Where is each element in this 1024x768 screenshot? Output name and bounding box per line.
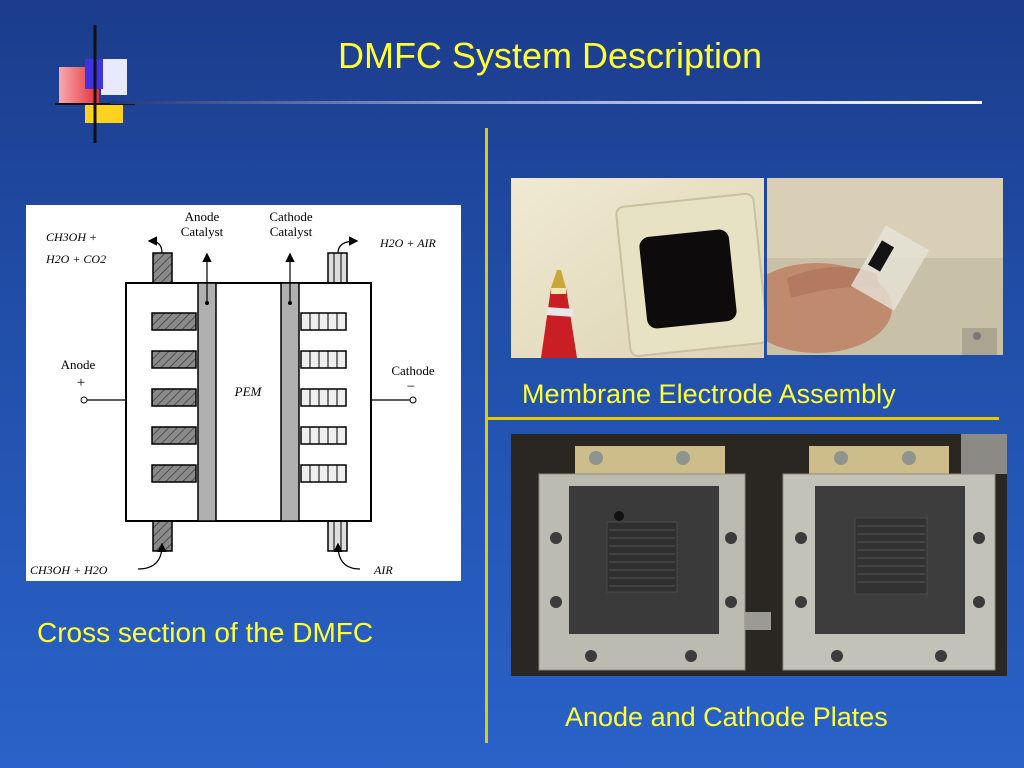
vertical-divider [485,128,488,743]
title-underline [110,101,982,104]
cathode-label: Cathode [391,363,435,378]
cathode-outlet-port [327,252,348,284]
horizontal-divider [487,417,999,420]
anode-flow-channels [151,312,197,483]
cathode-catalyst-label-2: Catalyst [270,224,313,239]
anode-inlet-label: CH3OH + H2O [30,563,108,577]
slide-title: DMFC System Description [337,35,763,76]
dmfc-cross-section-diagram: Anode Catalyst Cathode Catalyst CH3OH + … [26,205,461,581]
cathode-terminal [409,396,417,404]
anode-catalyst-label-2: Catalyst [181,224,224,239]
logo-decoration [55,25,135,145]
cathode-sign: − [407,379,415,395]
anode-outlet-label-1: CH3OH + [46,230,97,244]
cathode-catalyst-layer [280,282,300,522]
cathode-outlet-label: H2O + AIR [379,236,437,250]
anode-label: Anode [61,357,96,372]
cathode-flow-channels [300,312,347,483]
caption-plates: Anode and Cathode Plates [565,702,888,732]
anode-terminal [80,396,88,404]
caption-mea: Membrane Electrode Assembly [522,379,896,409]
plates-photo [511,434,1007,676]
anode-outlet-label-2: H2O + CO2 [45,252,106,266]
anode-outlet-port [152,252,173,284]
cathode-catalyst-label-1: Cathode [269,209,313,224]
pem-label: PEM [234,384,263,399]
caption-cross-section: Cross section of the DMFC [37,617,374,648]
mea-photo-pen [511,178,764,358]
anode-catalyst-label-1: Anode [185,209,220,224]
anode-sign: + [77,375,85,391]
anode-catalyst-layer [197,282,217,522]
mea-photo-hand [767,178,1003,355]
cathode-inlet-label: AIR [373,563,393,577]
